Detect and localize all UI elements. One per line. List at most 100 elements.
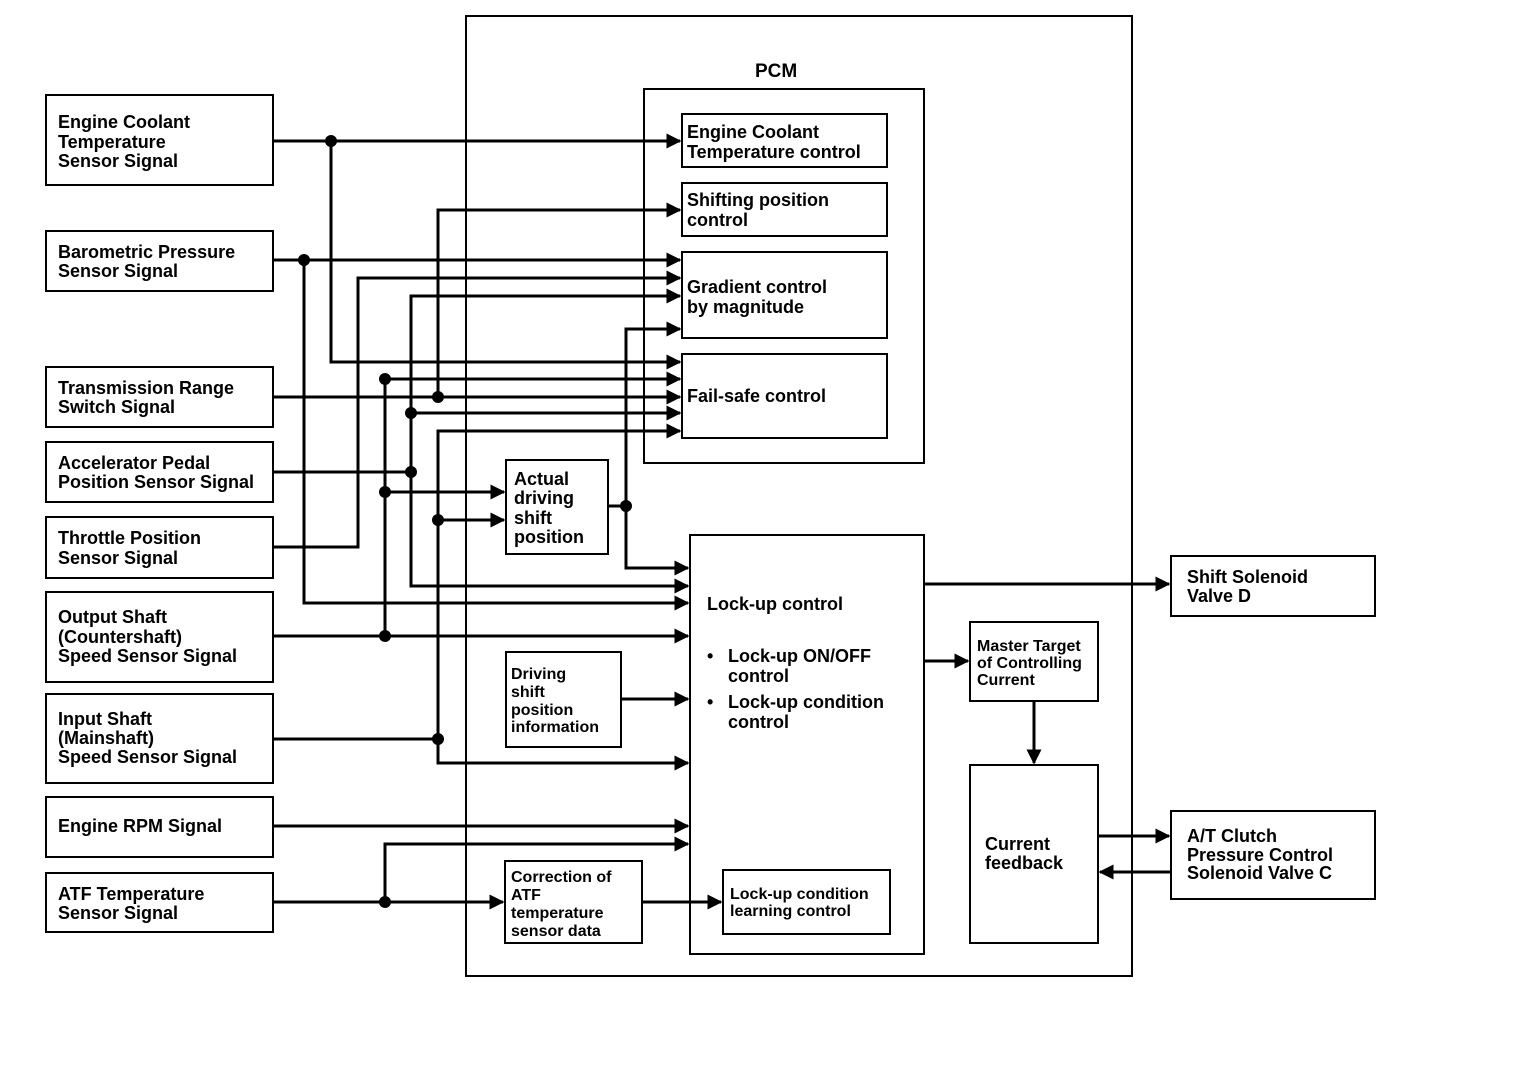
control-gradient-line1: Gradient control (687, 277, 827, 297)
input-oss-line3: Speed Sensor Signal (58, 646, 237, 666)
input-oss: Output Shaft(Countershaft)Speed Sensor S… (45, 591, 274, 683)
output-clutch-line2: Pressure Control (1187, 845, 1333, 865)
current-feedback-line1: Current (985, 834, 1050, 854)
input-ect-line1: Engine Coolant (58, 112, 190, 132)
actual-driving-line1: Actual (514, 469, 569, 489)
junction-dot (432, 733, 444, 745)
junction-dot (379, 373, 391, 385)
correction-atf-line2: ATF (511, 887, 541, 904)
correction-atf-line1: Correction of (511, 869, 612, 886)
lockup-control-title: Lock-up control (707, 594, 843, 614)
pcm-title: PCM (755, 61, 797, 82)
input-atf-line2: Sensor Signal (58, 903, 178, 923)
input-rpm-line1: Engine RPM Signal (58, 816, 222, 836)
junction-dot (379, 896, 391, 908)
wire-baro-to-lockup (302, 260, 690, 611)
lockup-item1-line1: Lock-up ON/OFF (728, 646, 871, 666)
master-target-line1: Master Target (977, 638, 1081, 655)
wire-trs-to-shifting (436, 202, 682, 397)
wire-iss-to-lockup (436, 739, 690, 771)
wire-actual-to-gradient (624, 321, 682, 506)
pcm-control-group-frame (643, 88, 925, 464)
wiring (273, 133, 1171, 910)
input-app-line1: Accelerator Pedal (58, 453, 210, 473)
correction-atf-line3: temperature (511, 905, 604, 922)
wire-tps-to-gradient (273, 270, 682, 549)
svg-text:Fail-safe control: Fail-safe control (687, 386, 826, 406)
input-oss-line1: Output Shaft (58, 607, 167, 627)
svg-text:Input Shaft(Mainshaft)Speed Se: Input Shaft(Mainshaft)Speed Sensor Signa… (58, 709, 237, 767)
control-ect-line2: Temperature control (687, 142, 861, 162)
junction-dot (405, 407, 417, 419)
input-iss: Input Shaft(Mainshaft)Speed Sensor Signa… (45, 693, 274, 784)
svg-text:Output Shaft(Countershaft)Spee: Output Shaft(Countershaft)Speed Sensor S… (58, 607, 237, 666)
wire-app-to-gradient (409, 288, 682, 472)
junction-dot (325, 135, 337, 147)
control-failsafe-line1: Fail-safe control (687, 386, 826, 406)
svg-text:Engine RPM Signal: Engine RPM Signal (58, 816, 222, 836)
control-shifting-line2: control (687, 210, 748, 230)
control-gradient-line2: by magnitude (687, 297, 804, 317)
junction-dot (620, 500, 632, 512)
output-shift-solenoid-line1: Shift Solenoid (1187, 567, 1308, 587)
wire-app-to-lockup (409, 472, 690, 594)
driving-info-line4: information (511, 719, 599, 736)
master-target-line2: of Controlling (977, 655, 1082, 672)
lockup-learning-line1: Lock-up condition (730, 886, 869, 903)
wire-iss-to-failsafe (436, 423, 682, 739)
input-baro-line2: Sensor Signal (58, 261, 178, 281)
output-clutch-line3: Solenoid Valve C (1187, 863, 1332, 883)
master-target-line3: Current (977, 672, 1035, 689)
junction-dot (379, 486, 391, 498)
lockup-bullet-2: • (707, 692, 713, 712)
junction-dot (405, 466, 417, 478)
input-iss-line1: Input Shaft (58, 709, 152, 729)
input-trs-line1: Transmission Range (58, 378, 234, 398)
control-fail-safe: Fail-safe control (681, 353, 888, 439)
input-iss-line2: (Mainshaft) (58, 728, 154, 748)
driving-info-line1: Driving (511, 666, 566, 683)
input-tps-line1: Throttle Position (58, 528, 201, 548)
lockup-item2-line1: Lock-up condition (728, 692, 884, 712)
junction-dot (298, 254, 310, 266)
output-shift-solenoid-line2: Valve D (1187, 586, 1251, 606)
lockup-item2-line2: control (728, 712, 789, 732)
input-iss-line3: Speed Sensor Signal (58, 747, 237, 767)
input-tps-line2: Sensor Signal (58, 548, 178, 568)
lockup-item1-line2: control (728, 666, 789, 686)
output-clutch-line1: A/T Clutch (1187, 826, 1277, 846)
driving-info-line3: position (511, 702, 573, 719)
input-rpm: Engine RPM Signal (45, 796, 274, 858)
